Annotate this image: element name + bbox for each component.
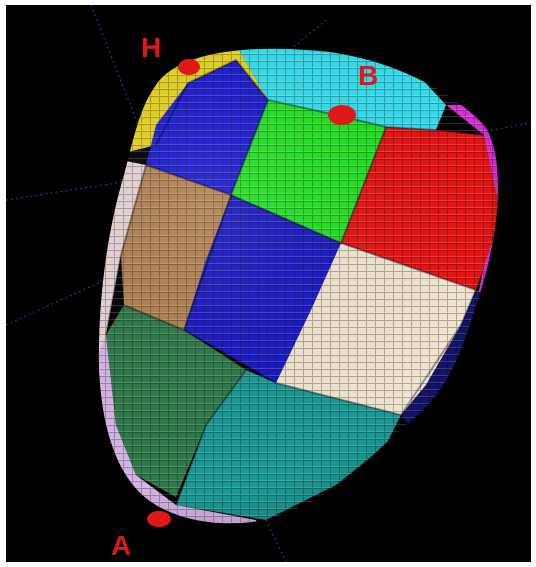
landmark-b-label: B bbox=[358, 60, 378, 91]
heart-model-render: H B A bbox=[6, 5, 531, 562]
axis-line bbox=[6, 180, 136, 200]
landmark-a[interactable]: A bbox=[111, 511, 171, 561]
landmark-b-dot bbox=[328, 105, 356, 125]
landmark-h-dot bbox=[178, 59, 200, 75]
axis-line bbox=[286, 20, 326, 53]
landmark-h-label: H bbox=[141, 32, 161, 63]
axis-line bbox=[6, 275, 116, 325]
voxel-texture bbox=[6, 5, 531, 562]
axis-line bbox=[266, 520, 286, 562]
landmark-h[interactable]: H bbox=[141, 32, 200, 75]
landmark-a-label: A bbox=[111, 530, 131, 561]
landmark-a-dot bbox=[147, 511, 171, 527]
3d-viewport[interactable]: H B A bbox=[6, 5, 531, 562]
